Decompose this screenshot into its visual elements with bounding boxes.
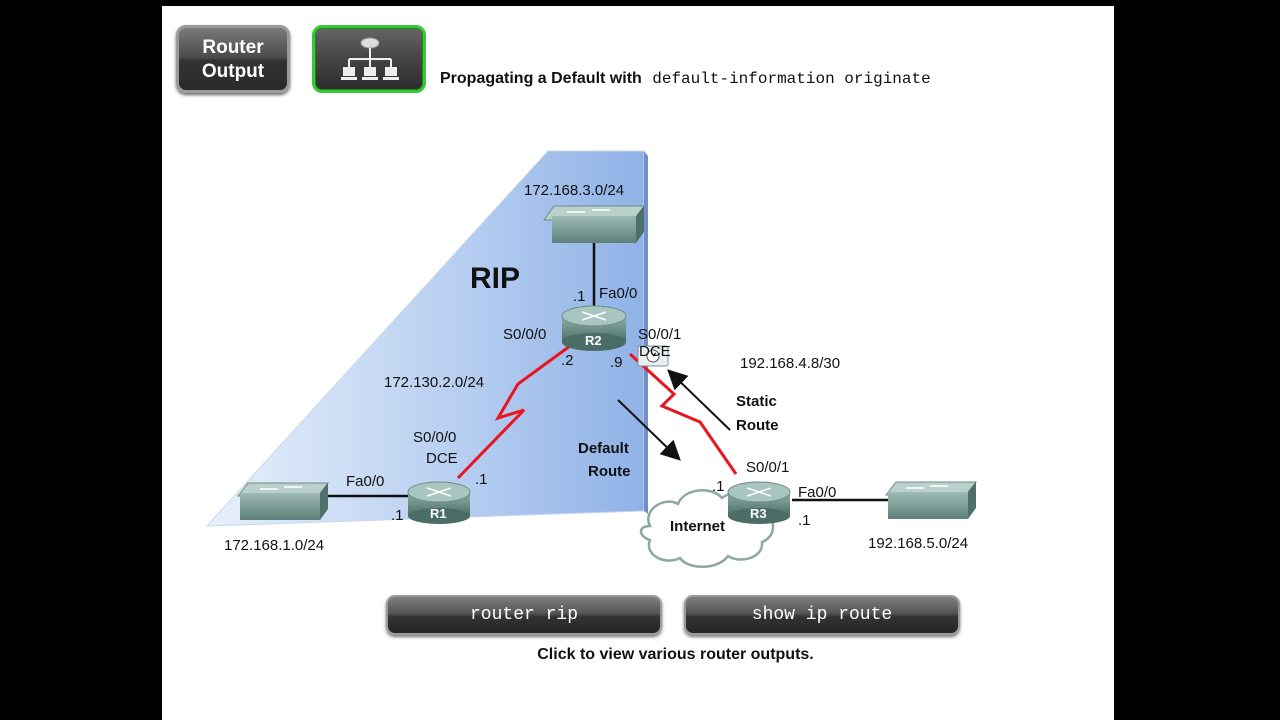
default-route-arrow: [617, 399, 681, 461]
r3-fa-interface: Fa0/0: [798, 484, 836, 501]
r3-fa-ip: .1: [798, 512, 811, 529]
r1-s000-dce: DCE: [426, 450, 458, 467]
router-output-button[interactable]: Router Output: [176, 25, 290, 93]
r2-s001-interface: S0/0/1: [638, 326, 681, 343]
r3-lan-network: 192.168.5.0/24: [868, 535, 968, 552]
internet-label: Internet: [670, 518, 725, 535]
r2-s000-interface: S0/0/0: [503, 326, 546, 343]
r1-s000-ip: .1: [475, 471, 488, 488]
network-topology-icon: [341, 37, 399, 80]
router-r1: [407, 481, 471, 524]
show-ip-route-button[interactable]: show ip route: [684, 595, 960, 635]
title-text: Propagating a Default with: [440, 70, 642, 87]
network-diagram: RIP In: [205, 150, 978, 568]
r3-s001-interface: S0/0/1: [746, 459, 789, 476]
router-output-label-line1: Router: [202, 37, 264, 58]
topology-button[interactable]: [312, 25, 426, 93]
router-r3-label: R3: [750, 506, 767, 521]
r1-fa-ip: .1: [391, 507, 404, 524]
switch-r3-lan: [884, 481, 978, 519]
router-r2: [561, 305, 627, 351]
r2-s001-ip: .9: [610, 354, 623, 371]
default-route-label-line2: Route: [588, 463, 631, 480]
r1-fa-interface: Fa0/0: [346, 473, 384, 490]
page-title: Propagating a Default with default-infor…: [440, 70, 931, 88]
static-route-arrow: [667, 369, 731, 431]
r2-s000-ip: .2: [561, 352, 574, 369]
switch-r1-lan: [236, 482, 330, 520]
router-rip-button[interactable]: router rip: [386, 595, 662, 635]
serial-link-r2-r3: [628, 352, 738, 475]
r3-s001-ip: .1: [712, 478, 725, 495]
router-output-label-line2: Output: [201, 61, 265, 82]
switch-r2-lan: [543, 205, 645, 243]
router-r1-label: R1: [430, 506, 447, 521]
content-panel: Router Output Propagating a Default with…: [162, 6, 1114, 720]
clock-icon: [637, 345, 669, 367]
r1-s000-interface: S0/0/0: [413, 429, 456, 446]
default-route-label-line1: Default: [578, 440, 629, 457]
static-route-label-line1: Static: [736, 393, 777, 410]
r1-r2-network: 172.130.2.0/24: [384, 374, 484, 391]
r2-s001-dce: DCE: [639, 343, 671, 360]
title-command: default-information originate: [652, 70, 931, 88]
static-route-label-line2: Route: [736, 417, 779, 434]
r2-r3-network: 192.168.4.8/30: [740, 355, 840, 372]
r2-fa-ip: .1: [573, 288, 586, 305]
router-r2-label: R2: [585, 333, 602, 348]
r2-lan-network: 172.168.3.0/24: [524, 182, 624, 199]
r2-fa-interface: Fa0/0: [599, 285, 637, 302]
instruction-caption: Click to view various router outputs.: [537, 646, 814, 663]
rip-area-edge: [644, 151, 648, 514]
r1-lan-network: 172.168.1.0/24: [224, 537, 324, 554]
router-r3: [727, 481, 791, 524]
rip-area-label: RIP: [470, 262, 520, 295]
serial-link-r1-r2: [456, 344, 571, 480]
